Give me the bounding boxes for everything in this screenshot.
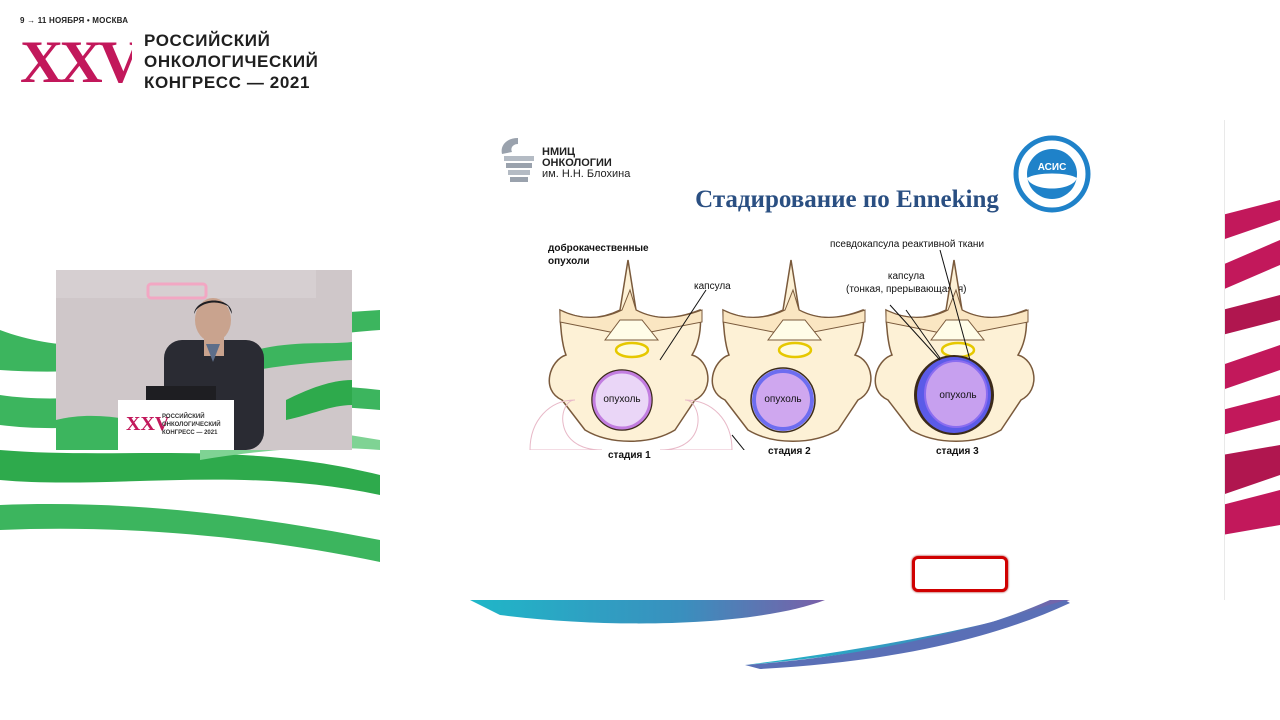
institute-line-1: НМИЦ	[542, 146, 576, 158]
slide-title: Стадирование по Enneking	[695, 186, 999, 213]
benign-line-2: опухоли	[548, 256, 590, 267]
event-dates: 9 → 11 НОЯБРЯ • МОСКВА	[20, 16, 129, 25]
stage-1-label: стадия 1	[608, 450, 651, 461]
podium-text-2: ОНКОЛОГИЧЕСКИЙ	[162, 420, 221, 428]
vertebra-stage-1	[529, 259, 733, 450]
tumor-label-stage-3: опухоль	[939, 390, 977, 401]
congress-header: 9 → 11 НОЯБРЯ • МОСКВА XXV РОССИЙСКИЙ ОН…	[20, 16, 380, 96]
highlight-box	[912, 556, 1008, 592]
tumor-label-stage-1: опухоль	[603, 394, 641, 405]
thin-capsule-pointer-line	[889, 304, 941, 361]
vertebra-stage-3	[874, 259, 1035, 442]
thin-capsule-line-2: (тонкая, прерывающаяся)	[846, 284, 967, 295]
institute-line-2: ОНКОЛОГИИ	[542, 157, 612, 169]
thin-capsule-label: капсула (тонкая, прерывающаяся)	[846, 270, 967, 296]
capsule-pointer-line-2	[731, 434, 745, 450]
asis-seal-logo: АСИС	[1013, 135, 1091, 213]
xxv-logo: XXV	[20, 30, 132, 88]
podium-logo: XXV	[126, 413, 170, 435]
xxv-logo-text: XXV	[20, 30, 132, 88]
congress-title-line-2: ОНКОЛОГИЧЕСКИЙ	[144, 52, 319, 71]
enneking-stage-diagram	[529, 250, 1035, 450]
tumor-label-stage-2: опухоль	[764, 394, 802, 405]
institute-name: НМИЦ ОНКОЛОГИИ им. Н.Н. Блохина	[542, 147, 630, 180]
pseudocapsule-label: псевдокапсула реактивной ткани	[830, 239, 985, 250]
podium-text-3: КОНГРЕСС — 2021	[162, 430, 218, 436]
speaker-video: XXV РОССИЙСКИЙ ОНКОЛОГИЧЕСКИЙ КОНГРЕСС —…	[56, 270, 352, 450]
nmic-logo-icon	[501, 138, 534, 182]
benign-line-1: доброкачественные	[548, 243, 649, 254]
magenta-stripes-decoration	[1222, 200, 1280, 535]
stage-3-label: стадия 3	[936, 446, 979, 457]
vertebra-stage-2	[711, 259, 872, 442]
institute-line-3: им. Н.Н. Блохина	[542, 168, 631, 180]
asis-seal-text: АСИС	[1038, 162, 1067, 173]
congress-title-line-3: КОНГРЕСС — 2021	[144, 73, 311, 92]
benign-tumors-label: доброкачественные опухоли	[548, 242, 649, 268]
speaker-video-frame: XXV РОССИЙСКИЙ ОНКОЛОГИЧЕСКИЙ КОНГРЕСС —…	[56, 270, 352, 450]
thin-capsule-line-1: капсула	[887, 271, 925, 282]
presentation-slide: НМИЦ ОНКОЛОГИИ им. Н.Н. Блохина АСИС Ста…	[470, 120, 1225, 600]
capsule-pointer-line-3	[905, 309, 941, 359]
capsule-label: капсула	[694, 281, 731, 292]
podium-text-1: РОССИЙСКИЙ	[162, 412, 205, 420]
capsule-pointer-line	[659, 289, 707, 361]
stage-2-label: стадия 2	[768, 446, 811, 457]
pseudocapsule-pointer-line	[939, 250, 971, 361]
congress-title-line-1: РОССИЙСКИЙ	[144, 31, 271, 50]
teal-purple-wave-decoration	[470, 600, 1070, 669]
congress-title: РОССИЙСКИЙ ОНКОЛОГИЧЕСКИЙ КОНГРЕСС — 202…	[144, 30, 318, 93]
